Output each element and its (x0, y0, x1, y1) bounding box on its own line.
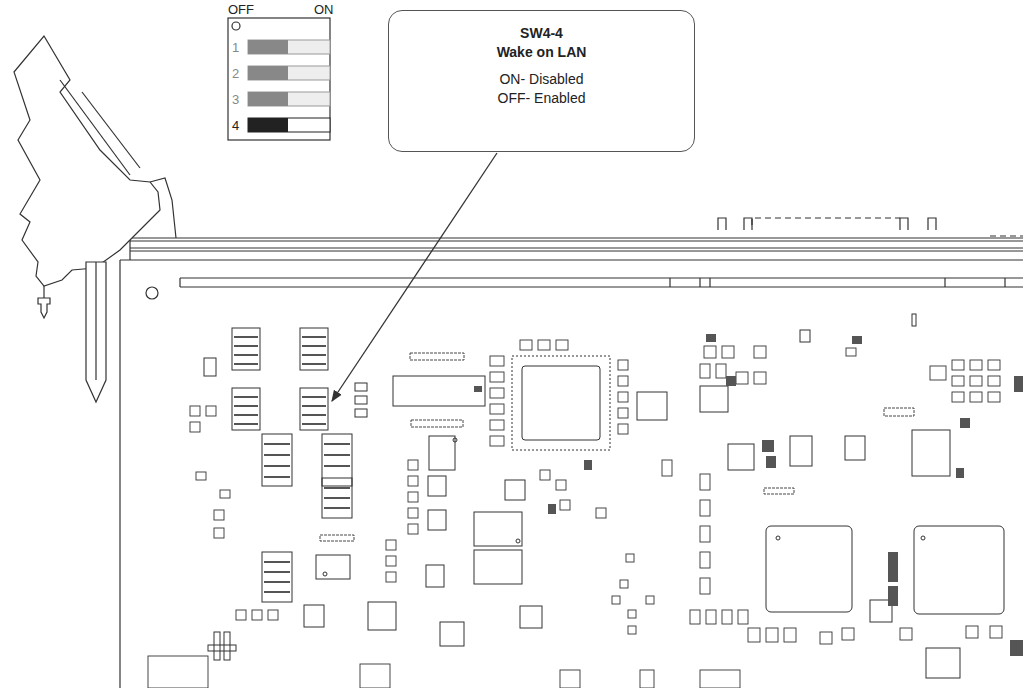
callout-text: OFF- Enabled (498, 90, 586, 107)
dip-switch-inset (228, 18, 330, 140)
switch-number: 1 (232, 40, 239, 55)
switch-position-label: ON (314, 2, 334, 17)
switch-number: 2 (232, 66, 239, 81)
switch-number: 4 (232, 118, 239, 133)
callout-box: SW4-4Wake on LAN ON- DisabledOFF- Enabled (388, 10, 695, 152)
callout-heading: SW4-4 (520, 25, 563, 42)
callout-heading: Wake on LAN (497, 44, 587, 61)
callout-text: ON- Disabled (499, 71, 583, 88)
leader-line (332, 153, 497, 401)
dip-switches (232, 328, 367, 602)
switch-position-label: OFF (228, 2, 254, 17)
switch-number: 3 (232, 92, 239, 107)
